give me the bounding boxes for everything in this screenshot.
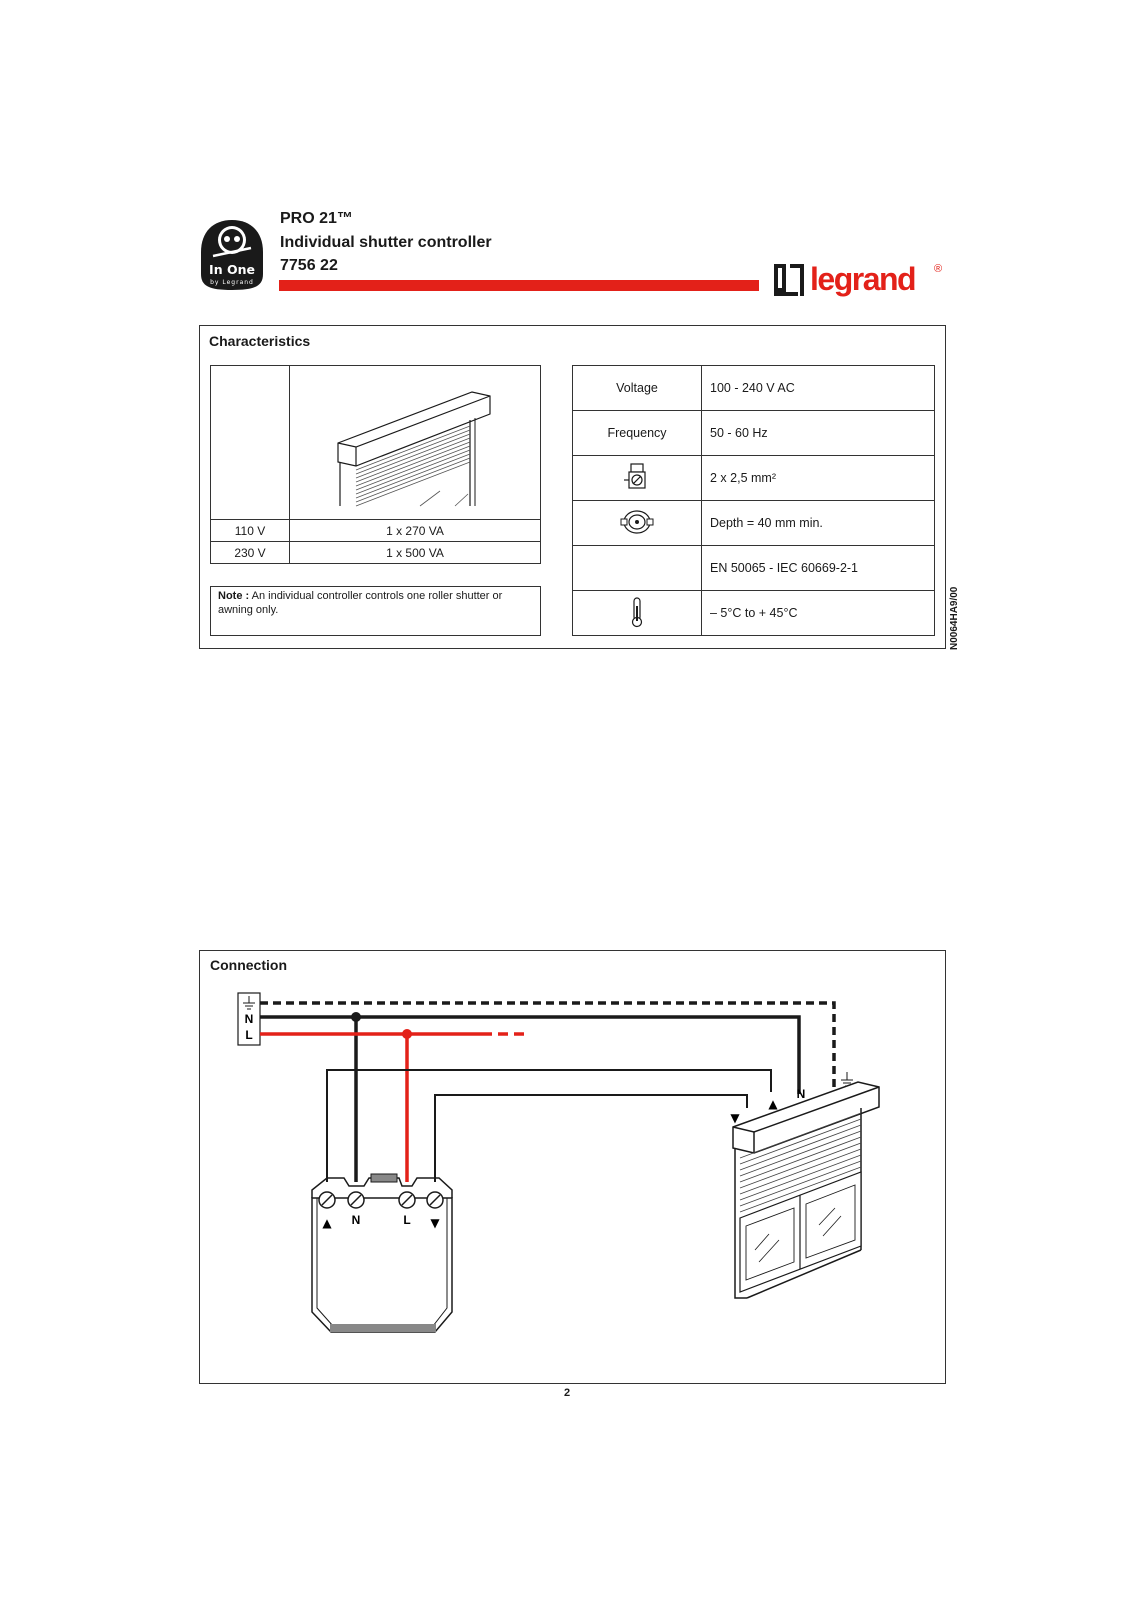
earth-icon [243,996,255,1010]
page-number: 2 [564,1387,571,1399]
wiring-diagram: N L ▲ N L ▼ ▼ ▲ N [237,992,880,1333]
legrand-logo: legrand ® [774,261,942,297]
terminal-neutral-label: N [352,1213,361,1227]
load-voltage: 110 V [210,519,290,542]
terminal-down-label: ▼ [430,1216,440,1230]
earth-wire [260,1001,836,1092]
in-one-logo-badge: In One by Legrand [201,220,263,290]
shutter-up-label: ▲ [768,1097,778,1111]
product-reference: 7756 22 [280,257,338,274]
load-power: 1 x 270 VA [289,519,541,542]
terminal-screws [318,1191,444,1209]
spec-key [572,455,702,501]
spec-row: EN 50065 - IEC 60669-2-1 [572,545,935,591]
spec-key [572,590,702,636]
spec-key [572,500,702,546]
connection-title: Connection [210,957,287,973]
spec-row: Voltage 100 - 240 V AC [572,365,935,411]
terminal-screw-icon [624,462,646,489]
load-table-blank-cell [210,365,290,520]
header-accent-bar [279,280,759,291]
spec-value: Depth = 40 mm min. [701,500,935,546]
load-power: 1 x 500 VA [289,541,541,564]
product-name: PRO 21™ [280,210,353,227]
badge-text-main: In One [209,262,255,277]
down-wire [434,1094,748,1182]
thermometer-icon [631,596,643,627]
spec-value: 50 - 60 Hz [701,410,935,456]
load-row-110v: 110 V 1 x 270 VA [210,519,541,542]
note-box: Note : An individual controller controls… [210,586,541,636]
supply-live-label: L [245,1028,252,1042]
up-wire [326,1069,772,1182]
load-voltage: 230 V [210,541,290,564]
load-row-230v: 230 V 1 x 500 VA [210,541,541,564]
spec-row: – 5°C to + 45°C [572,590,935,636]
shutter-down-label: ▼ [730,1111,740,1125]
spec-row: Depth = 40 mm min. [572,500,935,546]
spec-value: 2 x 2,5 mm² [701,455,935,501]
spec-key [572,545,702,591]
spec-key: Voltage [572,365,702,411]
neutral-wire [260,1015,801,1094]
badge-text-sub: by Legrand [210,279,254,286]
spec-key: Frequency [572,410,702,456]
registered-mark: ® [934,263,942,275]
note-text: An individual controller controls one ro… [218,590,503,616]
load-table: 110 V 1 x 270 VA 230 V 1 x 500 VA [210,365,541,564]
document-code: N0064HA9/00 [949,586,960,650]
spec-table: Voltage 100 - 240 V AC Frequency 50 - 60… [572,365,935,636]
spec-value: – 5°C to + 45°C [701,590,935,636]
product-description: Individual shutter controller [280,234,492,251]
spec-row: Frequency 50 - 60 Hz [572,410,935,456]
roller-shutter-illustration [337,391,491,507]
roller-shutter [732,1081,880,1299]
supply-neutral-label: N [245,1012,254,1026]
brand-wordmark: legrand [810,261,915,297]
note-label: Note : [218,590,250,602]
flush-box-icon [620,509,654,534]
spec-value: 100 - 240 V AC [701,365,935,411]
terminal-up-label: ▲ [322,1216,332,1230]
spec-row: 2 x 2,5 mm² [572,455,935,501]
supply-terminal-block [237,992,261,1046]
terminal-live-label: L [403,1213,410,1227]
characteristics-title: Characteristics [209,333,311,349]
shutter-illustration-cell [289,365,541,520]
spec-value: EN 50065 - IEC 60669-2-1 [701,545,935,591]
shutter-neutral-label: N [797,1087,806,1101]
